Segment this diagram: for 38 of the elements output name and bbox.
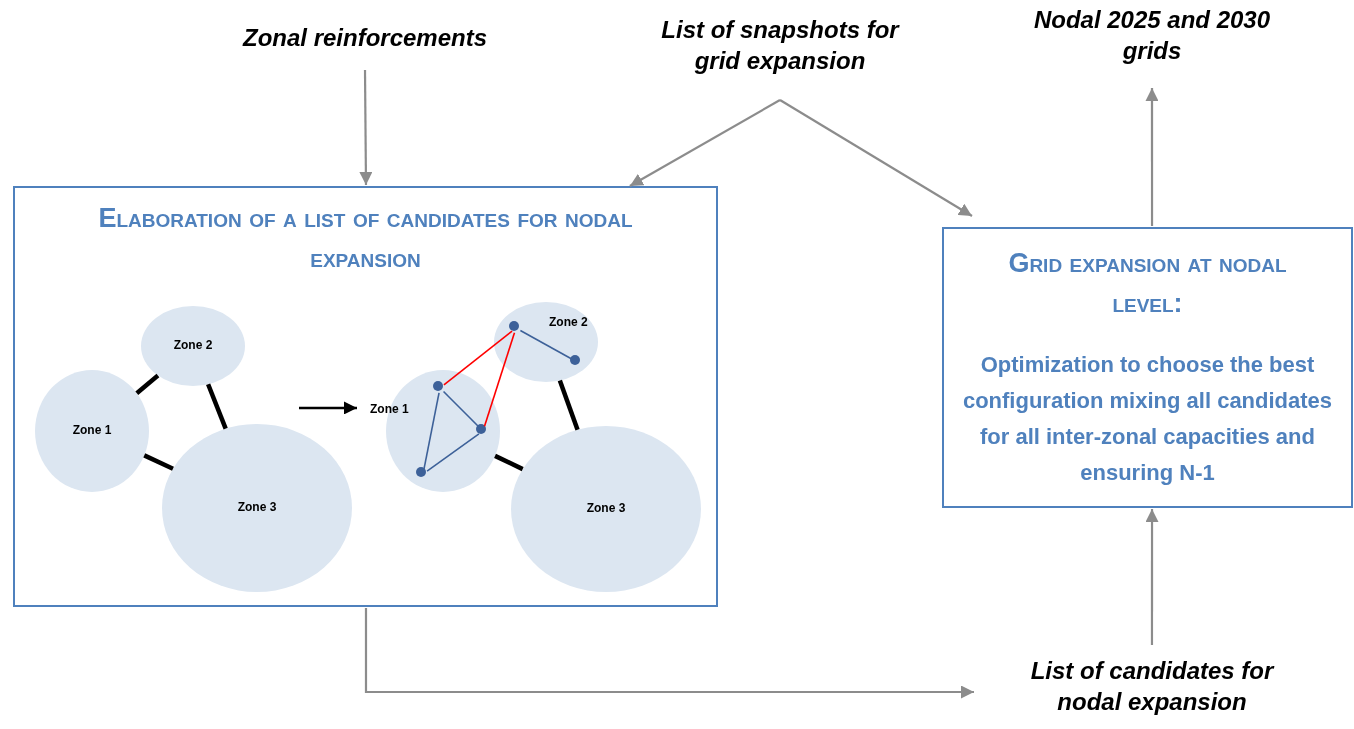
node-dot xyxy=(416,467,426,477)
zone-label: Zone 3 xyxy=(236,500,278,514)
connector-line xyxy=(143,453,174,471)
connector-line xyxy=(423,392,440,470)
arrow xyxy=(1145,509,1159,645)
connector-line xyxy=(494,453,524,472)
process-box xyxy=(942,227,1353,508)
connector-line xyxy=(206,383,228,430)
node-dot xyxy=(476,424,486,434)
zone-label: Zone 2 xyxy=(172,338,214,352)
process-box xyxy=(13,186,718,607)
node-dot xyxy=(433,381,443,391)
zone-label: Zone 3 xyxy=(585,501,627,515)
box-text: Optimization to choose the best configuration mixing all candidates for all inter-zonal capacities and ensuring N-1 xyxy=(961,351,1334,487)
arrow xyxy=(779,99,973,217)
connector-line xyxy=(519,329,574,361)
connector-line xyxy=(443,330,513,386)
node-dot xyxy=(509,321,519,331)
arrow xyxy=(364,608,974,699)
connector-line xyxy=(135,373,160,395)
zone-label: Zone 1 xyxy=(71,423,113,437)
connector-line xyxy=(426,433,480,472)
flow-label: Nodal 2025 and 2030 grids xyxy=(1022,4,1282,76)
flow-label: Zonal reinforcements xyxy=(195,22,535,62)
connector-line xyxy=(483,331,516,428)
box-heading: Elaboration of a list of candidates for nodal expansion xyxy=(97,202,634,275)
arrow xyxy=(629,99,781,187)
connector-line xyxy=(442,390,481,429)
flow-label: List of snapshots for grid expansion xyxy=(645,14,915,86)
connector-line xyxy=(557,379,580,431)
arrow xyxy=(1145,88,1159,226)
box-heading: Grid expansion at nodal level: xyxy=(1007,247,1288,320)
zone-label: Zone 1 xyxy=(370,402,409,416)
arrow xyxy=(299,401,357,415)
flow-label: List of candidates for nodal expansion xyxy=(1012,655,1292,727)
zone-label: Zone 2 xyxy=(549,315,588,329)
arrow xyxy=(359,70,373,185)
node-dot xyxy=(570,355,580,365)
